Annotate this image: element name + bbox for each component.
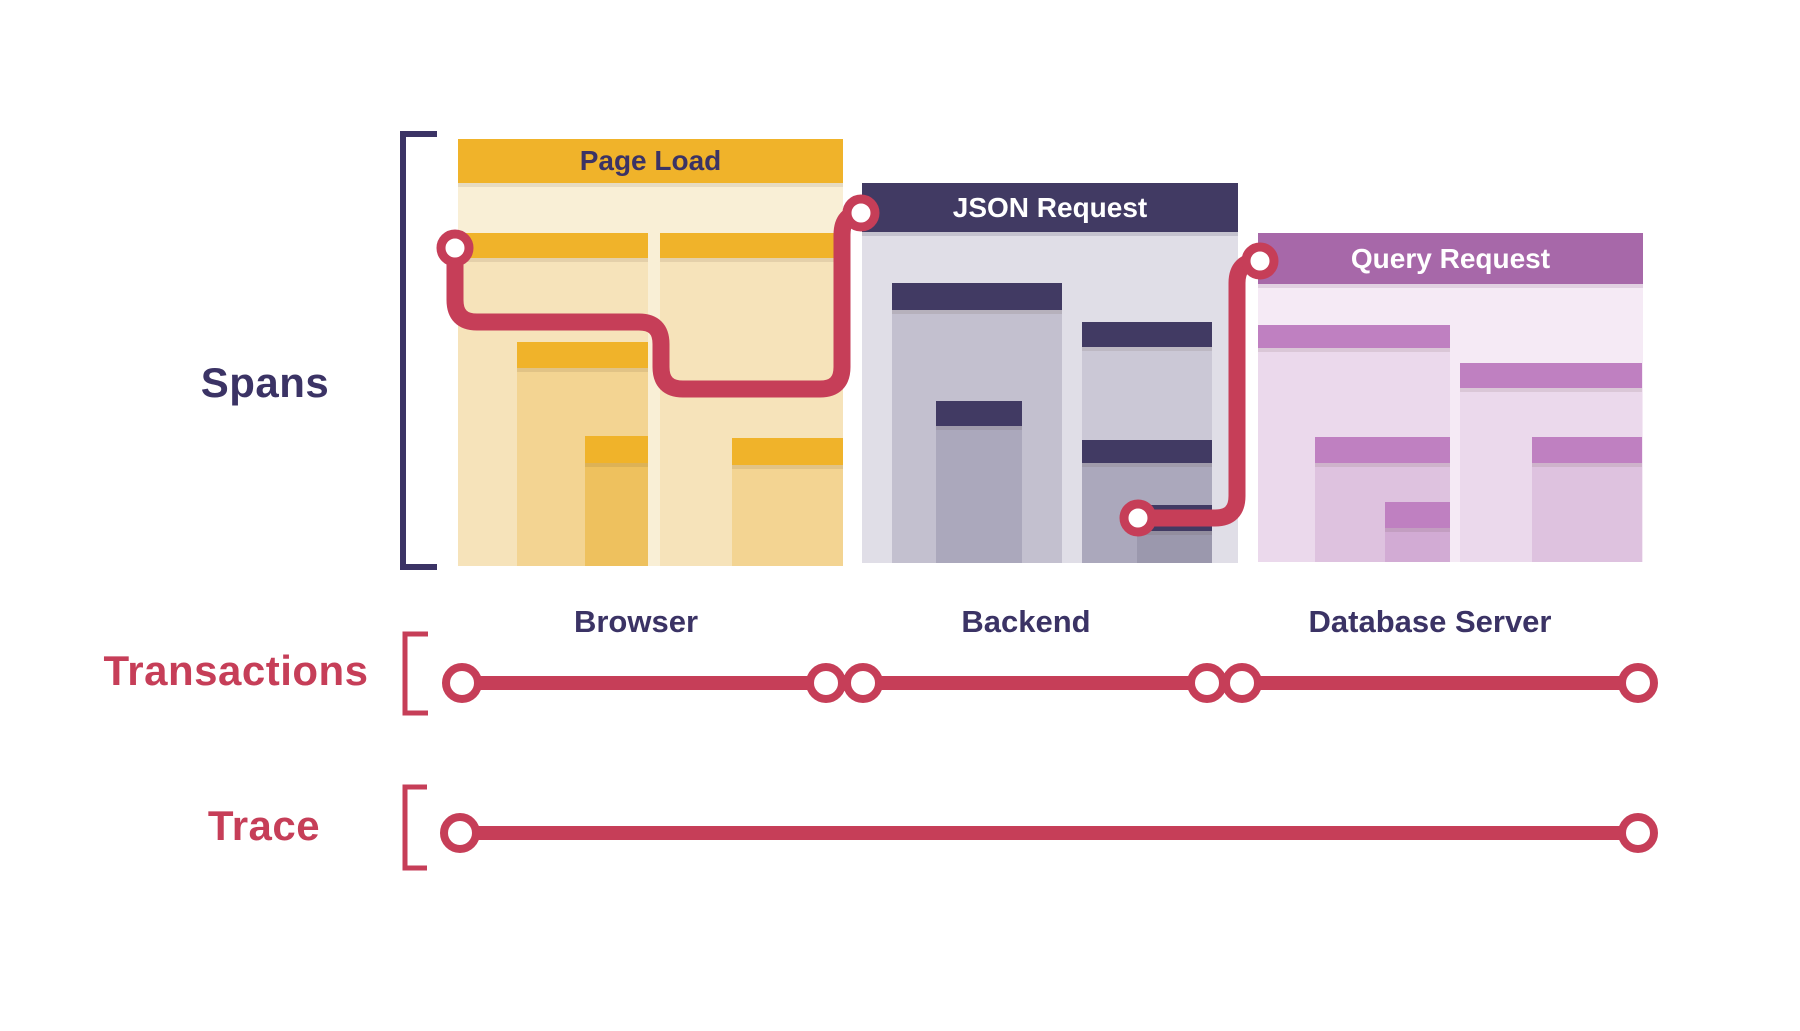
node-transaction1-start <box>442 663 482 703</box>
node-transaction2-start <box>843 663 883 703</box>
json-span-l2-right-header <box>1082 440 1212 463</box>
page-load-span-l2-right-header <box>732 438 843 465</box>
caption-browser: Browser <box>573 604 699 639</box>
json-span-l1-left-header <box>892 283 1062 310</box>
page-load-title: Page Load <box>579 145 722 176</box>
page-load-span-l2-left-header <box>517 342 648 368</box>
query-span-l3-left-header <box>1385 502 1450 528</box>
trace-bracket <box>402 784 427 871</box>
block-page-load: Page Load <box>458 139 843 566</box>
query-span-l2-right <box>1532 437 1642 562</box>
json-span-l3-right <box>1137 505 1212 563</box>
page-load-span-l1-left-header <box>458 233 648 258</box>
json-span-l2-left <box>936 401 1022 563</box>
node-trace-start <box>440 813 480 853</box>
node-transaction1-end <box>806 663 846 703</box>
label-trace: Trace <box>207 802 321 849</box>
query-span-l1-right-header <box>1460 363 1642 388</box>
node-trace-end <box>1618 813 1658 853</box>
transactions-bracket <box>402 631 428 716</box>
query-span-l2-left-header <box>1315 437 1450 463</box>
page-load-span-l2-right <box>732 438 843 566</box>
node-transaction3-end <box>1618 663 1658 703</box>
page-load-span-l3-left <box>585 436 648 566</box>
json-span-l1-right-header <box>1082 322 1212 347</box>
label-transactions: Transactions <box>103 647 369 694</box>
query-request-header: Query Request <box>1258 233 1643 284</box>
page-load-span-l3-left-header <box>585 436 648 463</box>
query-span-l2-right-header <box>1532 437 1642 463</box>
spans-bracket <box>400 131 437 570</box>
query-span-l1-left-header <box>1258 325 1450 348</box>
json-span-l2-left-header <box>936 401 1022 426</box>
query-span-l3-left <box>1385 502 1450 562</box>
block-query-request: Query Request <box>1258 233 1643 562</box>
node-transaction3-start <box>1222 663 1262 703</box>
json-span-l3-right-header <box>1137 505 1212 531</box>
json-request-header: JSON Request <box>862 183 1238 232</box>
caption-database-server: Database Server <box>1308 604 1552 639</box>
block-json-request: JSON Request <box>862 183 1238 563</box>
label-spans: Spans <box>200 359 330 406</box>
query-request-title: Query Request <box>1350 242 1551 274</box>
page-load-header: Page Load <box>458 139 843 183</box>
json-request-title: JSON Request <box>952 191 1148 223</box>
page-load-span-l1-right-header <box>660 233 843 258</box>
node-transaction2-end <box>1187 663 1227 703</box>
caption-backend: Backend <box>961 604 1091 639</box>
